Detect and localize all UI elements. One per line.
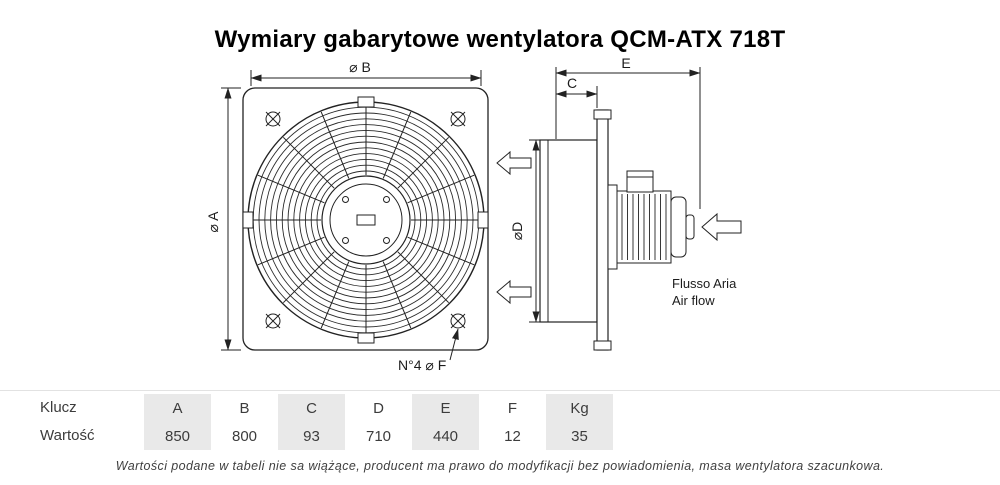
mounting-hole [450,111,466,127]
dimension-a [221,87,241,351]
airflow-arrow-icon [701,212,742,242]
table-header-cell: A [144,394,211,422]
table-value-cell: 440 [412,422,479,450]
dimension-b [250,70,482,86]
side-view: ⌀D E C Flusso Aria Air flow [496,57,742,351]
table-header-cell: B [239,399,250,417]
dimension-drawing: ⌀ B ⌀ A N°4 ⌀ F [205,57,742,373]
table-row-labels: Klucz Wartość [40,394,94,450]
dim-c-label: C [567,75,577,91]
motor-fins [621,194,667,260]
mounting-hole [450,313,466,329]
holes-note-label: N°4 ⌀ F [398,357,446,373]
key-row-label: Klucz [40,399,77,416]
dimension-e [555,67,701,209]
table-value-cell: 800 [231,427,258,445]
table-value-cell: 35 [546,422,613,450]
table-value-cell: 93 [278,422,345,450]
dim-d-label: ⌀D [509,222,525,241]
front-view: ⌀ B ⌀ A N°4 ⌀ F [205,59,489,373]
dimensions-table: Klucz Wartość A B C D E F Kg 850 800 93 … [0,390,1000,452]
plate-edge [596,109,609,351]
dimension-d [529,139,543,323]
airflow-label-en: Air flow [672,293,715,308]
holes-leader-line [449,328,459,361]
table-header-cell: E [412,394,479,422]
page-title: Wymiary gabarytowe wentylatora QCM-ATX 7… [214,26,786,53]
value-row-label: Wartość [40,427,95,444]
terminal-box [626,170,654,193]
airflow-arrow-icon [496,150,532,176]
table-value-cell: 710 [365,427,392,445]
dim-b-label: ⌀ B [349,59,371,75]
mounting-hole [265,313,281,329]
disclaimer-text: Wartości podane w tabeli nie sa wiążące,… [115,459,885,473]
airflow-label-it: Flusso Aria [672,276,737,291]
motor [607,170,695,270]
fan-hub [321,175,411,265]
grille-spokes [249,103,483,337]
fan-casing [539,139,598,323]
dim-a-label: ⌀ A [205,211,221,233]
table-value-cell: 850 [144,422,211,450]
table-value-cell: 12 [504,427,521,445]
dim-e-label: E [621,57,630,71]
dimensions-grid: A B C D E F Kg 850 800 93 710 440 12 35 [144,394,613,450]
mounting-hole [265,111,281,127]
dimension-c [555,86,598,108]
table-header-cell: Kg [546,394,613,422]
airflow-arrow-icon [496,279,532,305]
table-header-cell: F [507,399,518,417]
table-header-cell: C [278,394,345,422]
table-header-cell: D [373,399,384,417]
